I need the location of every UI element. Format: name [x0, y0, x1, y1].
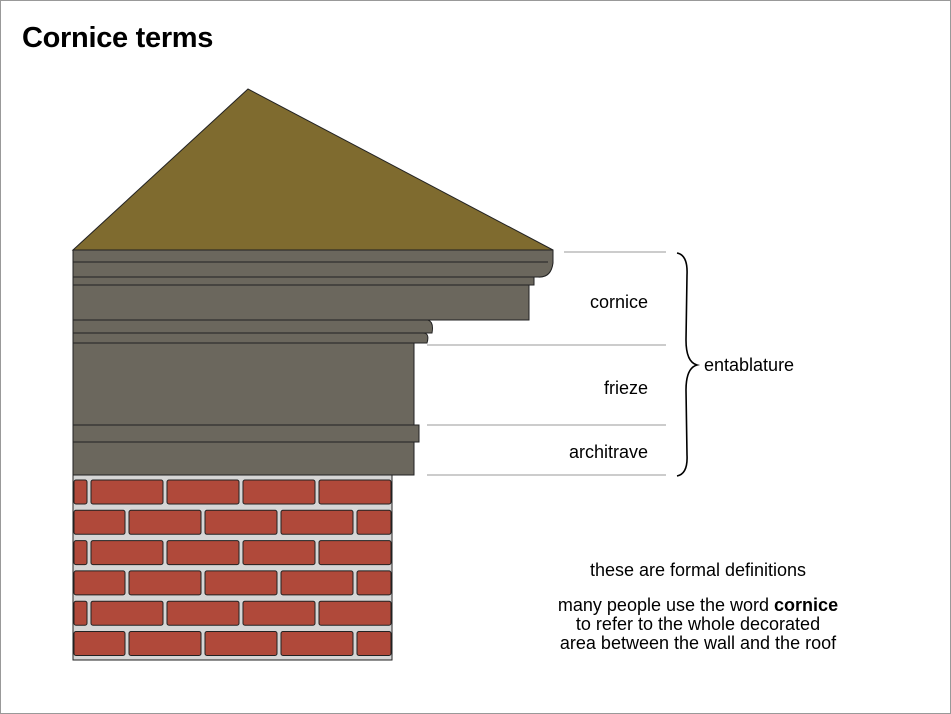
architrave-block	[72, 424, 420, 476]
note-line4: area between the wall and the roof	[559, 633, 837, 653]
brick	[73, 570, 126, 596]
note-cornice-emphasis: cornice	[774, 595, 839, 615]
guide-lines	[427, 251, 666, 476]
brick	[356, 509, 392, 535]
entablature-brace	[676, 252, 701, 477]
brick	[73, 600, 88, 626]
brick	[128, 570, 202, 596]
brick	[280, 570, 354, 596]
note-formal-definitions: these are formal definitions	[589, 560, 807, 580]
brick	[204, 631, 278, 656]
brick	[280, 631, 354, 656]
brick	[204, 509, 278, 535]
brick	[318, 540, 392, 566]
brick	[90, 479, 164, 505]
brick	[318, 479, 392, 505]
brick	[166, 479, 240, 505]
page-title: Cornice terms	[22, 22, 214, 54]
brick	[90, 540, 164, 566]
note-common-usage: many people use the word cornice to refe…	[520, 596, 876, 653]
brick	[73, 509, 126, 535]
brick	[90, 600, 164, 626]
brick	[73, 479, 88, 505]
entablature-label: entablature	[704, 355, 794, 375]
brick	[242, 600, 316, 626]
brick	[73, 540, 88, 566]
note-line2-text: many people use the word	[557, 595, 775, 615]
brick	[356, 570, 392, 596]
roof	[71, 88, 554, 251]
brick	[166, 600, 240, 626]
brick-wall	[72, 474, 393, 661]
brick	[166, 540, 240, 566]
note-line3: to refer to the whole decorated	[575, 614, 821, 634]
brick	[356, 631, 392, 656]
cornice-block	[72, 249, 554, 344]
frieze-block	[72, 342, 415, 426]
brick	[204, 570, 278, 596]
brick	[280, 509, 354, 535]
cornice-label: cornice	[590, 292, 648, 312]
brick	[318, 600, 392, 626]
bricks	[73, 479, 392, 656]
brick	[242, 479, 316, 505]
frieze-label: frieze	[604, 378, 648, 398]
brick	[128, 509, 202, 535]
brick	[73, 631, 126, 656]
brick	[128, 631, 202, 656]
architrave-label: architrave	[569, 442, 648, 462]
brick	[242, 540, 316, 566]
